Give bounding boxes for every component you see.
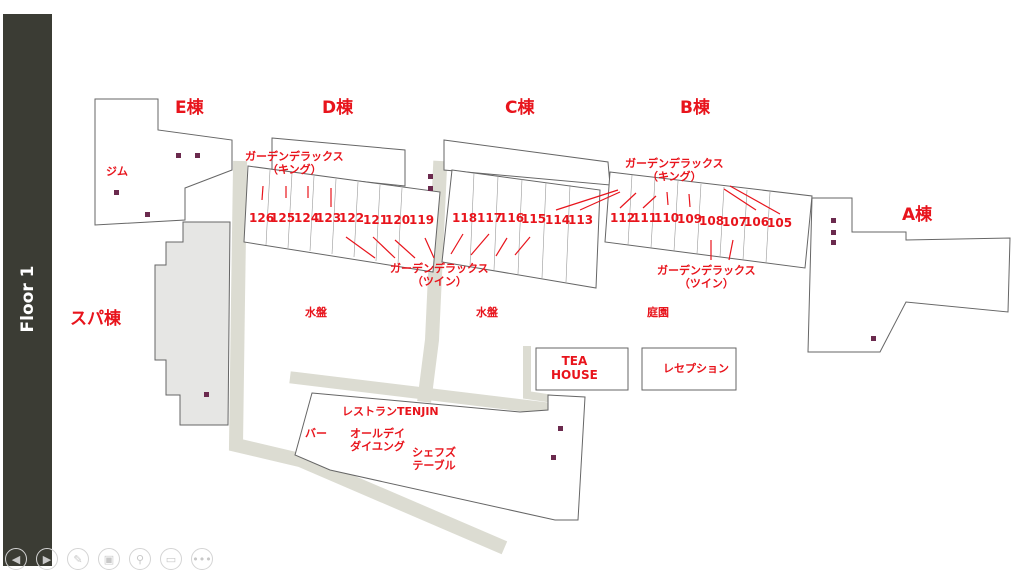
- pointer-arrows: [261, 185, 781, 261]
- room-number: 117: [477, 211, 503, 225]
- a-wing-outline: [807, 197, 1011, 353]
- room-number: 116: [499, 211, 525, 225]
- room-number: 124: [294, 211, 320, 225]
- slides-icon: ▣: [103, 552, 115, 566]
- room-type-twin-b: ガーデンデラックス（ツイン）: [657, 264, 756, 290]
- previous-button[interactable]: ◀: [5, 548, 27, 570]
- room-type-line2: （キング）: [647, 169, 702, 183]
- room-number: 114: [545, 213, 571, 227]
- room-number: 105: [767, 216, 793, 230]
- floor-sidebar: Floor 1: [3, 14, 52, 566]
- tea-house-line2: HOUSE: [551, 367, 598, 382]
- spa-wing-outline: [154, 221, 231, 426]
- b-wing-label: B棟: [680, 98, 710, 118]
- restaurant-outline: [294, 392, 586, 521]
- water-feature-label-2: 水盤: [476, 306, 498, 319]
- room-number: 122: [339, 211, 365, 225]
- restaurant-label: レストランTENJIN: [342, 405, 439, 418]
- room-type-king-b: ガーデンデラックス（キング）: [625, 157, 724, 183]
- room-type-line1: ガーデンデラックス: [245, 150, 344, 163]
- room-type-line2: （キング）: [267, 162, 322, 176]
- room-number: 115: [521, 212, 547, 226]
- room-type-line2: （ツイン）: [411, 274, 467, 288]
- zoom-button[interactable]: ⚲: [129, 548, 151, 570]
- c-wing-label: C棟: [505, 98, 535, 118]
- room-number: 125: [270, 211, 296, 225]
- room-number: 109: [677, 212, 703, 226]
- room-number: 106: [744, 215, 770, 229]
- zoom-icon: ⚲: [135, 552, 145, 566]
- room-type-king-d: ガーデンデラックス（キング）: [245, 150, 344, 176]
- slides-button[interactable]: ▣: [98, 548, 120, 570]
- gym-label: ジム: [106, 165, 128, 178]
- water-feature-label: 水盤: [305, 306, 327, 319]
- more-button[interactable]: •••: [191, 548, 213, 570]
- room-number: 110: [654, 211, 680, 225]
- all-day-dining-label: オールデイダイユング: [350, 427, 405, 453]
- room-type-line1: ガーデンデラックス: [657, 264, 756, 277]
- a-wing-label: A棟: [902, 205, 933, 225]
- room-number: 112: [610, 211, 636, 225]
- garden-label: 庭園: [647, 306, 669, 319]
- tea-house-line1: TEA: [561, 354, 588, 368]
- display-icon: ▭: [165, 552, 177, 566]
- bar-label: バー: [305, 427, 327, 440]
- spa-wing-label: スパ棟: [70, 309, 121, 329]
- room-number: 107: [722, 215, 748, 229]
- reception-label: レセプション: [663, 362, 729, 375]
- b-wing-outline: [604, 171, 813, 269]
- room-dividers: [265, 169, 771, 283]
- c-wing-outline: [441, 169, 601, 289]
- room-number: 113: [568, 213, 594, 227]
- chefs-line2: テーブル: [412, 458, 456, 472]
- room-number: 121: [363, 213, 389, 227]
- room-type-line2: （ツイン）: [678, 276, 734, 290]
- d-wing-label: D棟: [322, 98, 354, 118]
- room-number: 118: [452, 211, 478, 225]
- pen-button[interactable]: ✎: [67, 548, 89, 570]
- d-wing-outline: [243, 165, 441, 273]
- chefs-table-label: シェフズテーブル: [412, 446, 456, 472]
- room-number: 123: [316, 211, 342, 225]
- room-number: 111: [632, 211, 658, 225]
- chefs-line1: シェフズ: [412, 446, 456, 459]
- facility-icons: [114, 153, 876, 460]
- more-icon: •••: [192, 552, 212, 566]
- e-wing-outline: [94, 98, 233, 226]
- room-type-line1: ガーデンデラックス: [390, 262, 489, 275]
- room-number: 119: [409, 213, 435, 227]
- tea-house-outline: [535, 347, 629, 391]
- room-number: 120: [385, 213, 411, 227]
- e-wing-label: E棟: [175, 98, 204, 118]
- previous-icon: ◀: [11, 552, 21, 566]
- all-day-line2: ダイユング: [350, 439, 405, 453]
- room-number: 108: [699, 214, 725, 228]
- next-button[interactable]: ▶: [36, 548, 58, 570]
- all-day-line1: オールデイ: [350, 427, 405, 440]
- room-number: 126: [249, 211, 275, 225]
- display-button[interactable]: ▭: [160, 548, 182, 570]
- next-icon: ▶: [42, 552, 52, 566]
- reception-outline: [641, 347, 737, 391]
- pen-icon: ✎: [73, 552, 83, 566]
- room-type-line1: ガーデンデラックス: [625, 157, 724, 170]
- room-type-twin-dc: ガーデンデラックス（ツイン）: [390, 262, 489, 288]
